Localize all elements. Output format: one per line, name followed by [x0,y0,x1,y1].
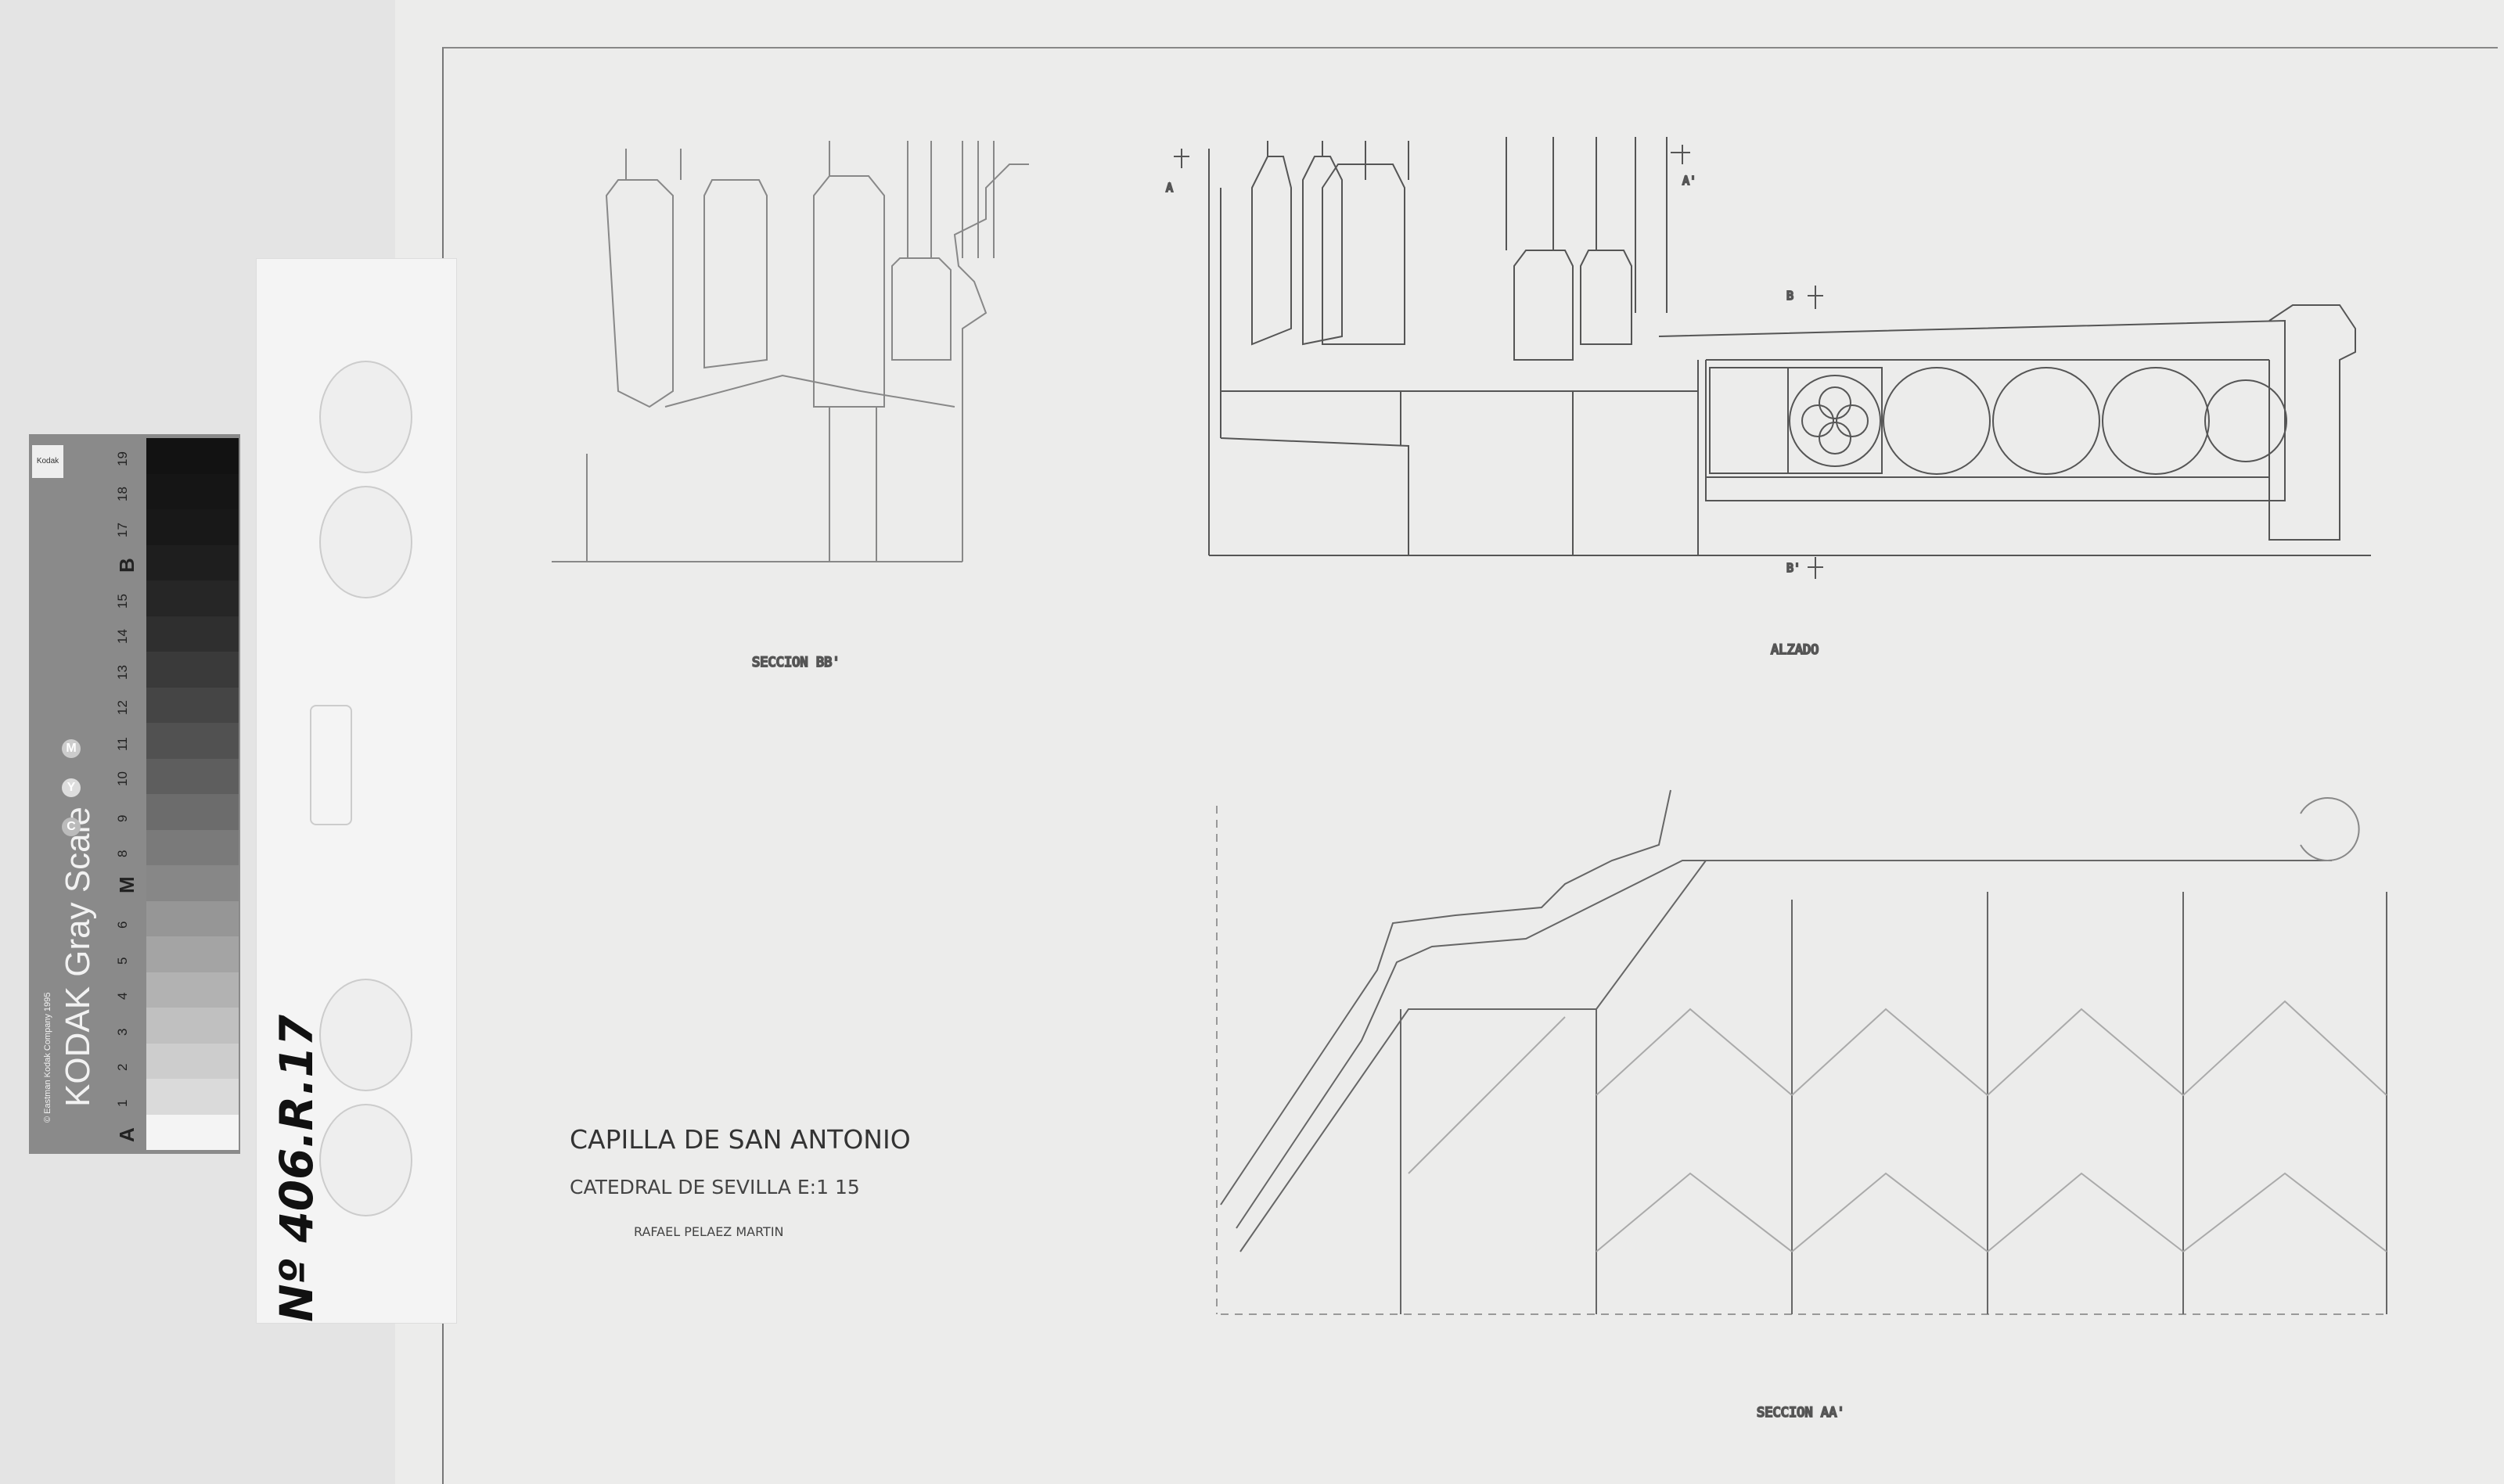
quatrefoil-ornament [1709,367,1883,474]
color-mark-c: C [62,817,81,836]
gray-step [146,1114,239,1150]
gray-step [146,900,239,936]
gray-step [146,544,239,580]
gray-step [146,687,239,723]
elevation-drawing [1174,137,2371,579]
section-aa-label: SECCION AA' [1757,1405,1845,1421]
gray-step [146,580,239,616]
drawing-author: RAFAEL PELAEZ MARTIN [634,1224,784,1239]
archive-tab [256,258,457,1324]
marker-b: B [1786,289,1793,303]
kodak-gray-scale: © Eastman Kodak Company 1995 KODAK Gray … [29,434,240,1154]
punch-hole [319,1104,412,1216]
gray-step [146,652,239,688]
punch-hole [319,486,412,598]
gray-step [146,723,239,759]
kodak-logo: Kodak [32,445,63,478]
gray-step [146,509,239,545]
drawing-sheet [395,0,2504,1484]
gray-step [146,1008,239,1044]
gray-step [146,1079,239,1115]
tab-slot [310,705,352,825]
marker-a-prime: A' [1682,174,1696,188]
gray-scale-steps [146,438,239,1150]
balustrade-circle [1883,367,1991,475]
balustrade-circle [2204,379,2287,462]
gray-step [146,865,239,901]
section-aa-drawing [1216,789,2387,1315]
gray-step [146,758,239,794]
drawing-title: CAPILLA DE SAN ANTONIO [570,1124,911,1155]
gray-step [146,1043,239,1079]
gray-step [146,473,239,509]
marker-a: A [1166,181,1173,195]
elevation-label: ALZADO [1771,642,1819,658]
punch-hole [319,979,412,1091]
balustrade-circle [2102,367,2210,475]
gray-step [146,936,239,972]
punch-hole [319,361,412,473]
marker-b-prime: B' [1786,561,1801,575]
drawing-subtitle: CATEDRAL DE SEVILLA E:1 15 [570,1176,860,1198]
gray-step [146,616,239,652]
color-mark-m: M [62,739,81,758]
gray-step [146,438,239,474]
gray-step [146,972,239,1008]
gray-step [146,794,239,830]
section-bb-drawing [552,141,1029,562]
section-bb-label: SECCION BB' [752,655,840,670]
color-mark-y: Y [62,778,81,797]
gray-scale-label-panel: © Eastman Kodak Company 1995 KODAK Gray … [29,434,142,1154]
balustrade-circle [1992,367,2100,475]
gray-step [146,829,239,865]
